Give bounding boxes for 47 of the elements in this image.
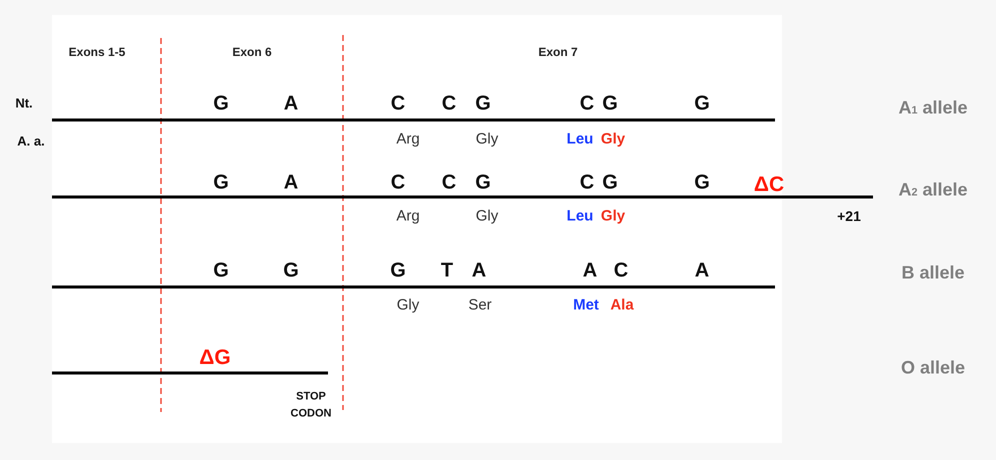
nucleotide: A [284,92,298,116]
amino-acid: Ala [610,296,634,314]
amino-acid: Arg [396,208,420,224]
nucleotide: G [213,260,229,282]
nucleotide: C [580,92,594,116]
amino-acid: Gly [600,208,626,224]
nucleotide: A [284,172,298,194]
deletion-label: ΔC [754,173,784,197]
nucleotide: C [442,92,456,116]
nucleotide: G [475,172,491,194]
nucleotide: C [390,172,406,194]
allele-label: O allele [900,358,966,378]
amino-acid: Gly [396,296,420,314]
nucleotide: A [582,260,598,282]
stop-codon-label: STOP CODON [290,390,332,421]
exon-heading: Exon 6 [232,45,272,59]
allele-label: B allele [901,262,965,284]
nucleotide: G [283,260,299,282]
amino-acid: Leu [566,208,594,224]
nucleotide: G [694,172,710,194]
nucleotide: C [442,172,456,194]
amino-acid: Met [573,296,599,314]
nucleotide: A [694,260,710,282]
nucleotide: G [213,92,229,116]
exon-heading: Exons 1-5 [68,45,126,59]
nucleotide: G [475,92,491,116]
exon-heading: Exon 7 [538,45,578,59]
nucleotide: C [614,260,628,282]
insertion-note: +21 [837,208,861,224]
amino-acid: Gly [476,208,498,224]
amino-acid: Gly [476,130,498,148]
nucleotide: C [390,92,406,116]
amino-acid: Gly [600,130,626,148]
nucleotide: G [694,92,710,116]
amino-acid: Ser [468,296,492,314]
deletion-label: ΔG [199,346,231,370]
nucleotide: G [390,260,406,282]
nucleotide: G [602,92,618,116]
row-label: Nt. [15,96,33,110]
nucleotide: C [580,172,594,194]
nucleotide: G [602,172,618,194]
nucleotide: T [440,260,454,282]
nucleotide: G [213,172,229,194]
row-label: A. a. [17,134,45,148]
nucleotide: A [472,260,486,282]
amino-acid: Arg [396,130,420,148]
amino-acid: Leu [566,130,594,148]
